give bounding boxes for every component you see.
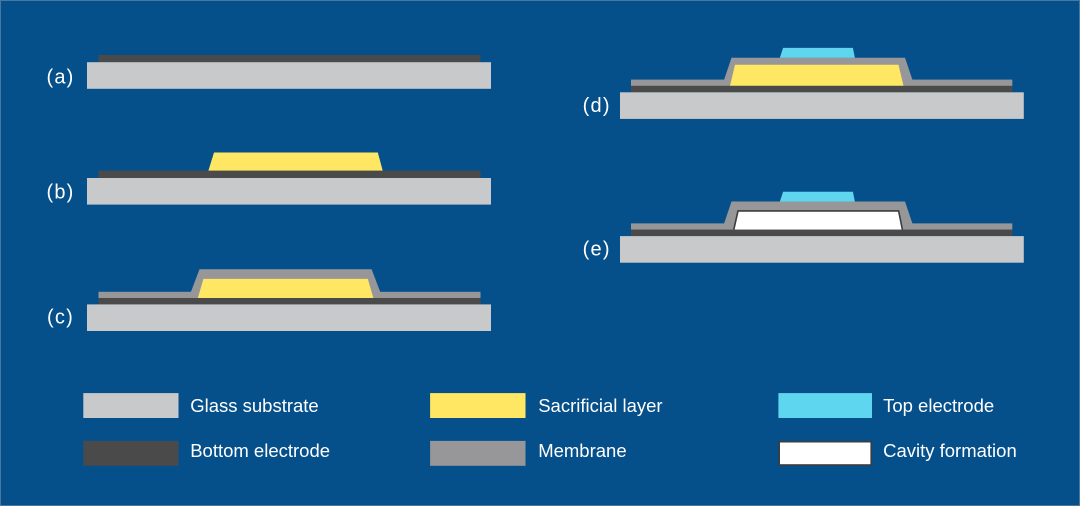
svg-text:Glass substrate: Glass substrate	[190, 395, 319, 416]
svg-text:(d): (d)	[583, 95, 611, 117]
svg-text:(b): (b)	[46, 181, 74, 203]
svg-text:(c): (c)	[47, 306, 74, 328]
svg-text:Top electrode: Top electrode	[883, 395, 994, 416]
svg-text:Membrane: Membrane	[538, 440, 626, 461]
svg-text:Cavity formation: Cavity formation	[883, 440, 1017, 461]
svg-text:Bottom electrode: Bottom electrode	[190, 440, 330, 461]
svg-text:Sacrificial layer: Sacrificial layer	[538, 395, 662, 416]
svg-text:(a): (a)	[46, 66, 74, 88]
svg-text:(e): (e)	[583, 239, 611, 261]
